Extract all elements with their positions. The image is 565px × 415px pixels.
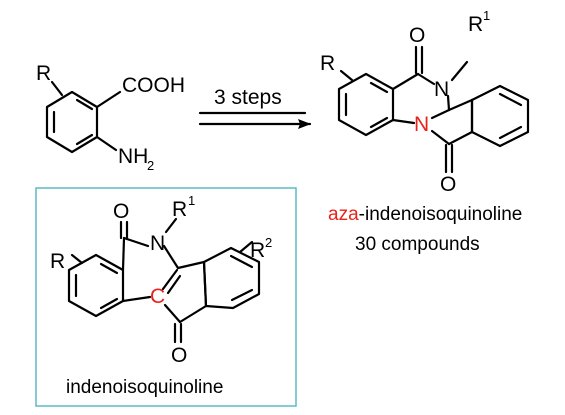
- indenoisoquinoline-structure: O N C O R R 1 R 2: [50, 193, 272, 367]
- ref-oxygen-bottom: O: [171, 344, 187, 367]
- aza-indenoisoquinoline-structure: O N N O R R 1: [320, 8, 530, 196]
- ref-r1-superscript: 1: [188, 193, 195, 208]
- product-caption: aza-indenoisoquinoline: [328, 204, 522, 225]
- ref-r2-label: R: [250, 239, 265, 262]
- product-nitrogen-amide: N: [434, 78, 449, 101]
- arrow-label: 3 steps: [214, 86, 282, 109]
- reaction-arrow: 3 steps: [198, 86, 312, 129]
- starting-r-group: R: [36, 62, 51, 85]
- product-oxygen-top: O: [409, 24, 425, 47]
- ref-carbon-highlight: C: [150, 285, 165, 308]
- ref-r-group: R: [50, 250, 65, 273]
- product-oxygen-bottom: O: [440, 173, 456, 196]
- indenoisoquinoline-suffix: -indenoisoquinoline: [359, 204, 523, 225]
- aza-prefix: aza: [328, 204, 359, 225]
- ref-oxygen-top: O: [113, 200, 129, 223]
- ref-r1-label: R: [172, 198, 187, 221]
- product-r1-label: R: [468, 13, 483, 36]
- carboxyl-group: COOH: [122, 74, 185, 97]
- ref-nitrogen: N: [150, 232, 165, 255]
- product-r-group: R: [320, 52, 335, 75]
- amine-group: NH: [118, 145, 148, 168]
- ref-r2-superscript: 2: [265, 235, 272, 250]
- anthranilic-acid-structure: R COOH NH 2: [36, 62, 185, 173]
- compound-count: 30 compounds: [355, 234, 480, 255]
- amine-subscript: 2: [147, 158, 154, 173]
- reference-box-frame: [35, 187, 297, 407]
- product-r1-superscript: 1: [483, 8, 490, 23]
- product-nitrogen-ring: N: [414, 113, 429, 136]
- reference-caption: indenoisoquinoline: [66, 377, 223, 398]
